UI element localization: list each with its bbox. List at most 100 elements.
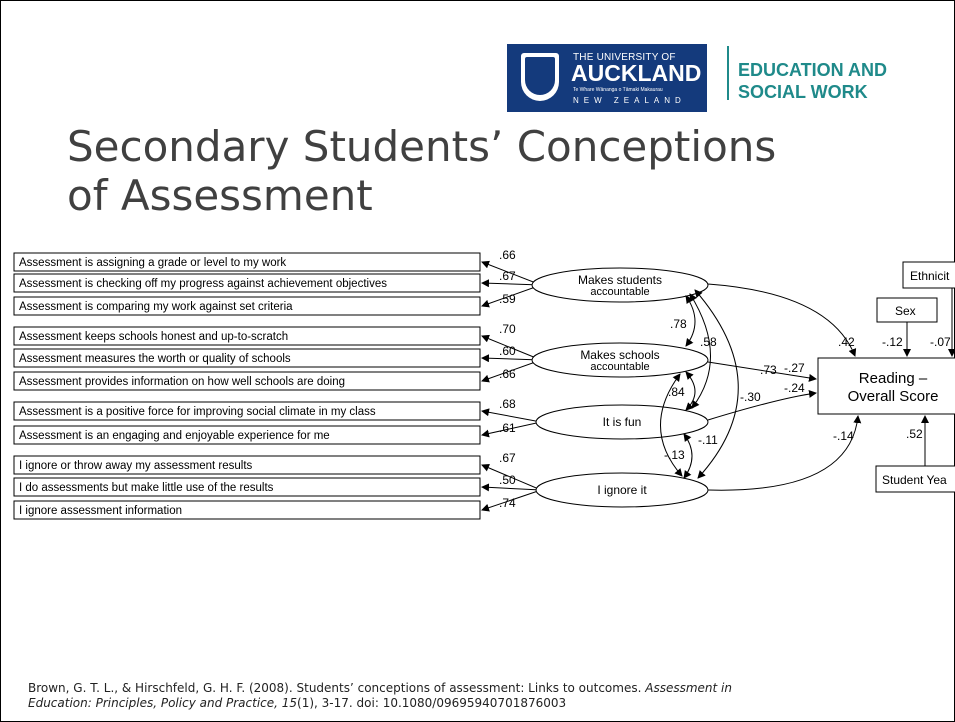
citation-doi: (1), 3-17. doi: 10.1080/0969594070187600… [297,696,567,710]
loading-arrow [481,279,542,288]
covariate-label-year: Student Yea [882,473,947,487]
title-line-1: Secondary Students’ Conceptions [67,122,777,171]
university-crest-icon [521,53,559,101]
corr-label-2: .58 [700,335,717,349]
indicator-label: I ignore or throw away my assessment res… [19,460,253,472]
corr-label-5: -.11 [698,433,718,447]
citation-authors: Brown, G. T. L., & Hirschfeld, G. H. F. … [28,681,646,695]
covariate-path-sex: -.12 [882,335,903,349]
indicator-label: Assessment is an engaging and enjoyable … [19,430,330,442]
indicator-label: I ignore assessment information [19,505,182,517]
covariate-label-ethnicity: Ethnicit [910,269,950,283]
factor-label-students: Makes students [578,273,662,287]
loading-arrow [481,421,542,438]
path-label-students: .42 [838,335,855,349]
covariate-path-year: .52 [906,427,923,441]
outcome-label-2: Overall Score [848,388,939,405]
university-logo: THE UNIVERSITY OF AUCKLAND Te Whare Wāna… [507,44,707,112]
path-fun-outcome [707,390,817,421]
corr-label-1: .78 [670,317,687,331]
outcome-label-1: Reading – [859,370,928,387]
corr-arc-fun-ignore [683,433,693,479]
path-label-schools: -.27 [784,361,805,375]
citation: Brown, G. T. L., & Hirschfeld, G. H. F. … [28,681,928,711]
covariate-box-year [875,465,955,493]
factor-sublabel-schools: accountable [590,361,649,373]
outcome-box [817,357,955,415]
loading-label: .67 [499,451,516,465]
loading-arrow [481,354,542,363]
title-line-2: of Assessment [67,171,373,220]
loading-label: .66 [499,367,516,381]
loading-arrow [481,483,542,492]
indicator-label: Assessment is comparing my work against … [19,301,293,313]
factor-label-schools: Makes schools [580,348,659,362]
indicator-box [13,326,481,346]
covariate-path-ethnicity: -.07 [930,335,951,349]
corr-arc-students-ignore [694,289,739,479]
corr-arc-schools-fun [685,371,696,411]
loading-label: .61 [499,421,516,435]
loading-label: .59 [499,292,516,306]
indicator-label: I do assessments but make little use of … [19,482,274,494]
corr-label-4: -.30 [740,390,761,404]
indicator-box [13,348,481,368]
indicator-box [13,296,481,316]
indicator-box [13,477,481,497]
misc-label: .73 [760,363,777,377]
loading-label: .66 [499,248,516,262]
indicator-box [13,273,481,293]
indicator-label: Assessment provides information on how w… [19,376,345,388]
indicator-box [13,500,481,520]
loading-arrow [481,359,542,383]
loading-arrow [481,334,542,361]
university-maori-name: Te Whare Wānanga o Tāmaki Makaurau [573,87,663,93]
indicator-label: Assessment measures the worth or quality… [19,353,291,365]
indicator-label: Assessment is a positive force for impro… [19,406,376,418]
path-label-fun: -.24 [784,381,805,395]
loading-label: .70 [499,322,516,336]
corr-arc-students-schools [685,295,696,347]
university-country: NEW ZEALAND [573,96,686,105]
loading-label: .60 [499,344,516,358]
loading-arrow [481,408,542,423]
corr-arc-schools-ignore [660,373,683,477]
citation-journal-2: Education: Principles, Policy and Practi… [28,696,298,710]
corr-label-6: -.13 [664,448,685,462]
factor-ellipse-students [531,267,709,303]
indicator-box [13,401,481,421]
indicator-box [13,252,481,272]
loading-label: .74 [499,496,516,510]
factor-ellipse-schools [531,342,709,378]
loading-arrow [481,464,542,491]
factor-ellipse-fun [535,404,709,440]
loading-arrow [481,284,542,308]
path-ignore-outcome [707,415,862,491]
covariate-box-ethnicity [902,261,955,289]
factor-sublabel-students: accountable [590,286,649,298]
university-name: AUCKLAND [571,60,702,86]
indicator-box [13,425,481,445]
indicator-box [13,455,481,475]
sem-diagram: Assessment is assigning a grade or level… [13,248,955,520]
path-schools-outcome [707,361,817,382]
faculty-line-2: SOCIAL WORK [738,82,868,102]
university-name-small: THE UNIVERSITY OF [573,52,676,63]
loading-arrow [481,260,542,286]
loading-label: .50 [499,473,516,487]
indicator-label: Assessment keeps schools honest and up-t… [19,331,288,343]
indicator-box [13,371,481,391]
loading-label: .67 [499,269,516,283]
indicator-label: Assessment is checking off my progress a… [19,278,387,290]
covariate-label-sex: Sex [895,304,916,318]
citation-journal-1: Assessment in [645,681,732,695]
factor-label-ignore: I ignore it [597,483,647,497]
factor-label-fun: It is fun [603,415,642,429]
corr-label-3: .84 [668,385,685,399]
path-students-outcome [707,283,857,357]
path-label-ignore: -.14 [833,429,854,443]
faculty-line-1: EDUCATION AND [738,60,887,80]
logo-divider [727,46,729,100]
indicator-label: Assessment is assigning a grade or level… [19,257,286,269]
slide-title: Secondary Students’ Conceptions of Asses… [67,122,897,220]
